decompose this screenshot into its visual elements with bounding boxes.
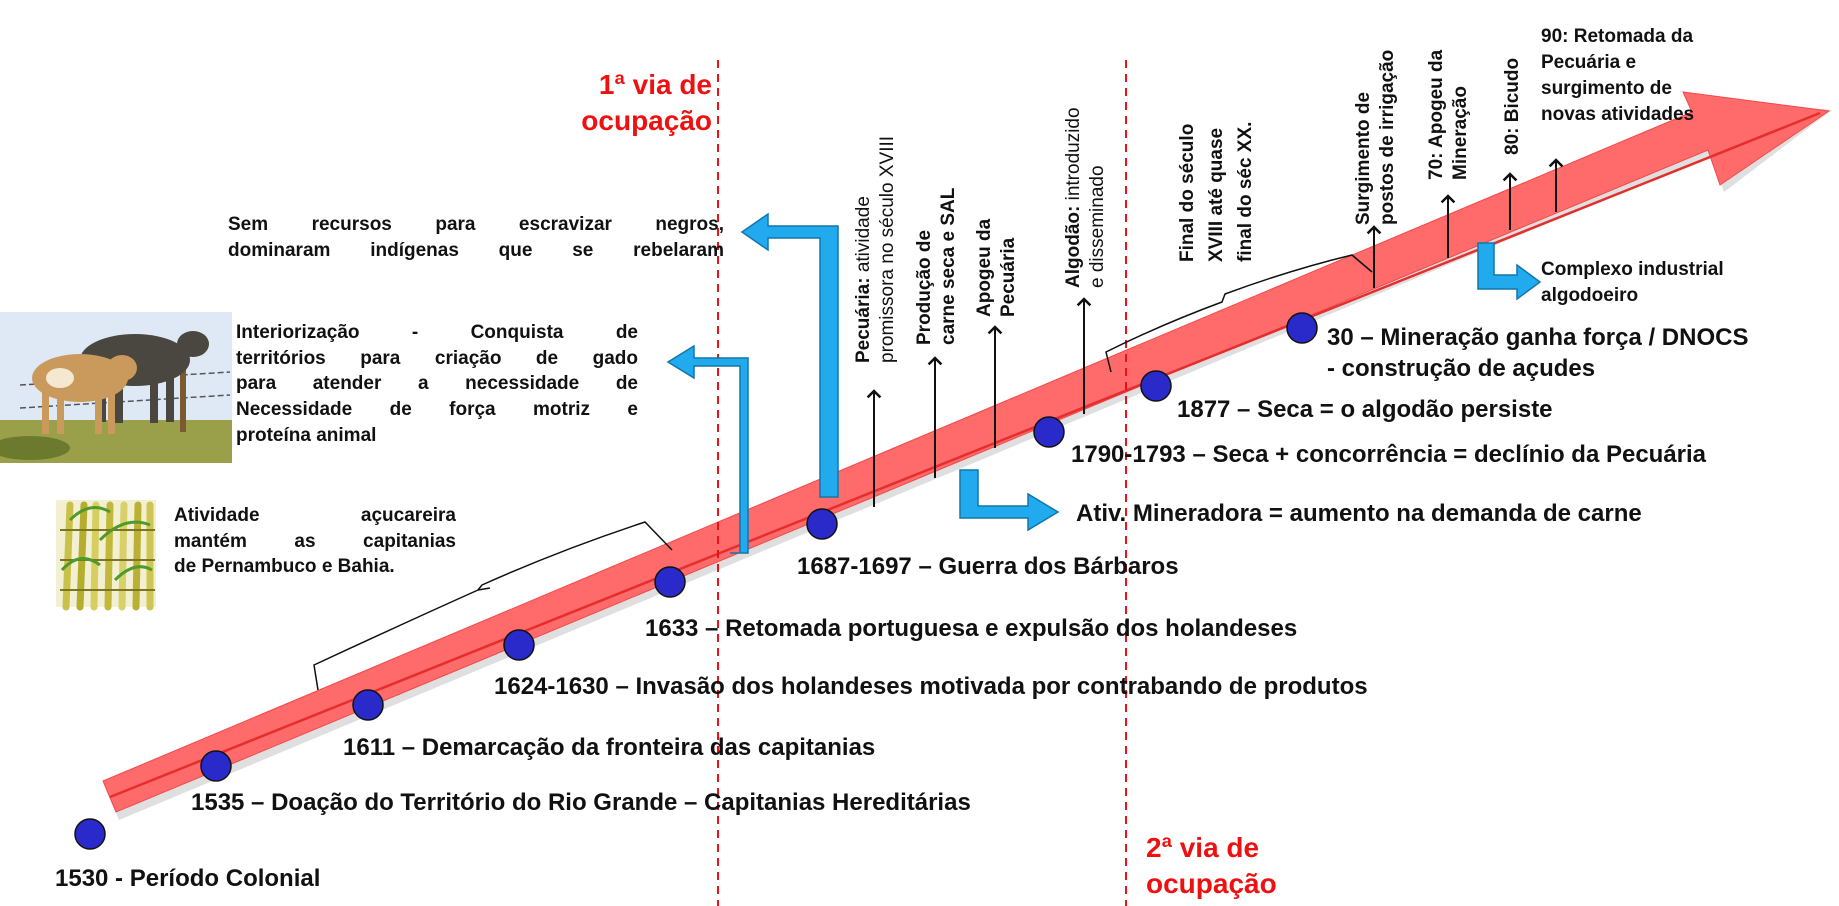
brace-final-seculo: [1105, 254, 1373, 373]
event-1790: 1790-1793 – Seca + concorrência = declín…: [1071, 441, 1707, 468]
dot-1790: [1033, 416, 1065, 448]
dot-30: [1286, 312, 1318, 344]
dot-1687: [806, 508, 838, 540]
timeline-dots: [74, 312, 1318, 850]
event-1687: 1687-1697 – Guerra dos Bárbaros: [797, 553, 1179, 580]
blue-arrows: [666, 212, 1542, 554]
event-30: 30 – Mineração ganha força / DNOCS- cons…: [1327, 324, 1748, 382]
dot-1530: [74, 818, 106, 850]
dot-1535: [200, 750, 232, 782]
dot-1611: [352, 689, 384, 721]
event-1611: 1611 – Demarcação da fronteira das capit…: [343, 734, 875, 761]
note-escravizar: Sem recursos para escravizar negros,domi…: [228, 214, 724, 261]
timeline-arrow: [102, 91, 1832, 820]
arrow-mineradora: [959, 469, 1060, 532]
arrow-complexo: [1477, 242, 1542, 301]
event-1535: 1535 – Doação do Território do Rio Grand…: [191, 789, 971, 816]
event-1624: 1624-1630 – Invasão dos holandeses motiv…: [494, 673, 1368, 700]
event-1530: 1530 - Período Colonial: [55, 865, 320, 892]
vertical-arrows: [866, 158, 1564, 507]
cattle-image: [0, 312, 232, 463]
vlabel-algodao: Algodão: introduzidoe disseminado: [1063, 107, 1108, 288]
event-1633: 1633 – Retomada portuguesa e expulsão do…: [645, 615, 1297, 642]
event-1877: 1877 – Seca = o algodão persiste: [1177, 396, 1553, 423]
note-mineradora: Ativ. Mineradora = aumento na demanda de…: [1076, 500, 1642, 527]
arrow-escravizar: [740, 212, 839, 498]
dot-1633: [654, 566, 686, 598]
dot-1877: [1140, 370, 1172, 402]
brace-acucar-tip: [477, 587, 491, 591]
sugarcane-image: [56, 500, 156, 611]
arrow-interiorizacao: [666, 344, 749, 554]
dot-1624: [503, 629, 535, 661]
vlabel-bicudo: 80: Bicudo: [1502, 58, 1523, 155]
brace-acucar: [313, 521, 673, 691]
